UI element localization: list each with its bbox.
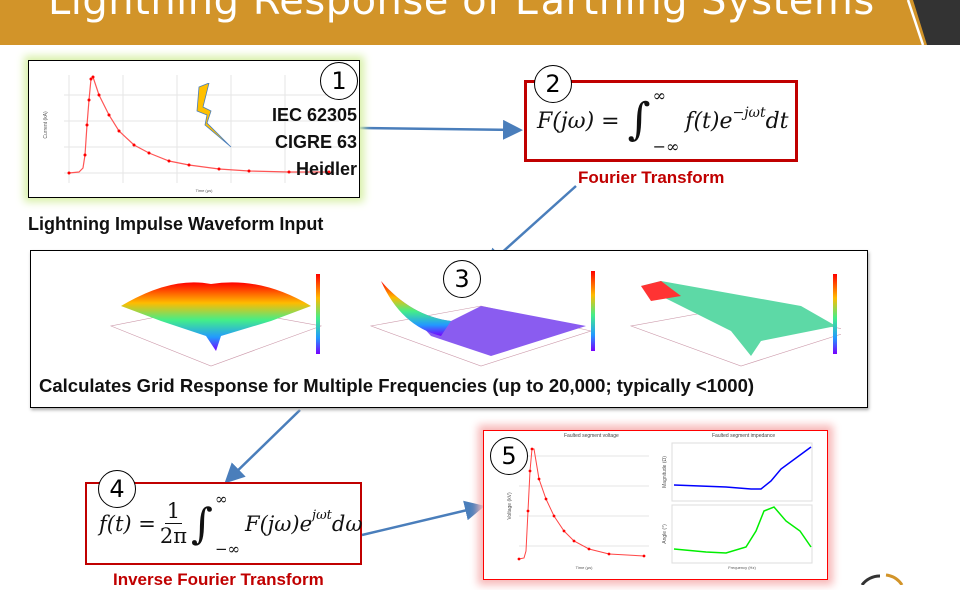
- voltage-ylabel: Voltage (kV): [507, 492, 513, 520]
- step-number-3: 3: [443, 260, 481, 298]
- arrow-1-to-2: [359, 119, 523, 140]
- formula-exponent: jωt: [312, 508, 332, 523]
- lightning-current-plot: Time (µs) Current (kA): [43, 75, 339, 193]
- integral-lower: −∞: [214, 539, 241, 558]
- fourier-caption: Fourier Transform: [578, 168, 725, 187]
- impedance-plots: Frequency (Hz) Magnitude (Ω) Angle (°): [662, 442, 813, 570]
- integral-sign: ∫: [191, 499, 213, 548]
- arrow-4-to-5: [361, 500, 485, 537]
- step-number-5: 5: [490, 437, 528, 475]
- standard-heidler: Heidler: [295, 159, 357, 179]
- fraction-denominator: 2π: [159, 524, 188, 548]
- formula-dt: dt: [765, 108, 789, 134]
- integral-upper: ∞: [652, 86, 666, 105]
- formula-exponent: −jωt: [732, 105, 766, 121]
- faulted-voltage-plot: Time (µs) Voltage (kV): [507, 447, 649, 570]
- fraction-numerator: 1: [164, 499, 183, 524]
- waveform-caption: Lightning Impulse Waveform Input: [28, 214, 324, 234]
- voltage-plot-title: Faulted segment voltage: [564, 433, 619, 439]
- surface-plot-1: [109, 274, 323, 367]
- plot-ylabel: Current (kA): [43, 111, 49, 139]
- step-number-2: 2: [534, 65, 572, 103]
- step-number-4: 4: [98, 470, 136, 508]
- slide-header: Lightning Response of Earthing Systems: [0, 0, 960, 45]
- integral-upper: ∞: [214, 489, 228, 508]
- waveform-input-box: Time (µs) Current (kA): [28, 60, 360, 198]
- plot-xlabel: Time (µs): [196, 188, 213, 193]
- impedance-plot-title: Faulted segment impedance: [712, 433, 776, 439]
- standard-iec: IEC 62305: [271, 105, 357, 125]
- grid-response-caption: Calculates Grid Response for Multiple Fr…: [39, 375, 755, 396]
- arrow-3-to-4: [224, 409, 301, 484]
- surface-plot-2: [369, 271, 595, 367]
- angle-curve: [673, 506, 812, 554]
- formula-lhs: F(jω) =: [537, 108, 620, 134]
- frequency-xlabel: Frequency (Hz): [728, 565, 756, 570]
- results-box: Faulted segment voltage Faulted segment …: [483, 430, 828, 580]
- formula-dw: dω: [331, 511, 363, 536]
- magnitude-curve: [673, 446, 812, 490]
- inverse-fourier-caption: Inverse Fourier Transform: [113, 570, 324, 589]
- lightning-bolt-icon: [196, 83, 232, 148]
- formula-body: F(jω)e: [245, 511, 313, 536]
- formula-lhs: f(t) =: [99, 511, 156, 536]
- step-number-1: 1: [320, 62, 358, 100]
- slide-title: Lightning Response of Earthing Systems: [48, 0, 875, 24]
- surface-plot-3: [629, 274, 841, 367]
- waveform-standards: IEC 62305 CIGRE 63 Heidler: [272, 102, 357, 183]
- integral-lower: −∞: [652, 137, 680, 156]
- formula-body: f(t)e: [685, 108, 733, 134]
- company-logo-partial: [860, 573, 904, 585]
- header-corner-decoration: [906, 0, 960, 45]
- angle-ylabel: Angle (°): [662, 524, 668, 544]
- voltage-xlabel: Time (µs): [576, 565, 593, 570]
- standard-cigre: CIGRE 63: [274, 132, 357, 152]
- integral-sign: ∫: [627, 93, 651, 145]
- grid-response-3d-plots: [109, 271, 841, 367]
- magnitude-ylabel: Magnitude (Ω): [662, 456, 668, 488]
